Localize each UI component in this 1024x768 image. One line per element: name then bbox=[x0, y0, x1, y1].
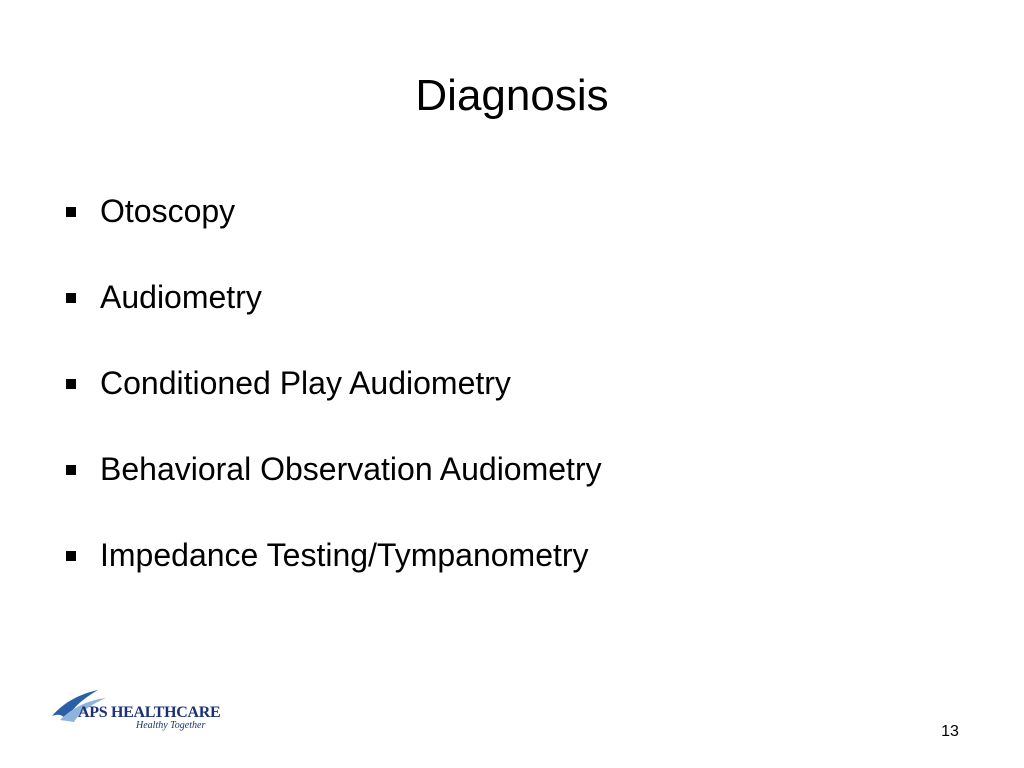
bullet-item-conditioned-play-audiometry: Conditioned Play Audiometry bbox=[66, 362, 602, 405]
bullet-item-otoscopy: Otoscopy bbox=[66, 190, 602, 233]
square-bullet-icon bbox=[66, 206, 76, 217]
slide-title: Diagnosis bbox=[415, 71, 609, 120]
bullet-text: Behavioral Observation Audiometry bbox=[100, 451, 602, 487]
bullet-item-impedance-testing: Impedance Testing/Tympanometry bbox=[66, 534, 602, 577]
square-bullet-icon bbox=[66, 464, 76, 475]
bullet-item-audiometry: Audiometry bbox=[66, 276, 602, 319]
page-number: 13 bbox=[941, 723, 959, 740]
square-bullet-icon bbox=[66, 378, 76, 389]
bullet-text: Conditioned Play Audiometry bbox=[100, 365, 511, 401]
bullet-list: Otoscopy Audiometry Conditioned Play Aud… bbox=[66, 190, 602, 620]
bullet-text: Impedance Testing/Tympanometry bbox=[100, 537, 589, 573]
aps-healthcare-logo: APS HEALTHCARE Healthy Together bbox=[50, 686, 221, 736]
square-bullet-icon bbox=[66, 292, 76, 303]
bullet-text: Otoscopy bbox=[100, 193, 236, 229]
bullet-item-behavioral-observation-audiometry: Behavioral Observation Audiometry bbox=[66, 448, 602, 491]
bullet-text: Audiometry bbox=[100, 279, 262, 315]
swoosh-logo-icon bbox=[52, 690, 106, 722]
logo-brand-text: APS HEALTHCARE bbox=[78, 704, 221, 721]
square-bullet-icon bbox=[66, 550, 76, 561]
logo-tagline-text: Healthy Together bbox=[136, 720, 206, 731]
